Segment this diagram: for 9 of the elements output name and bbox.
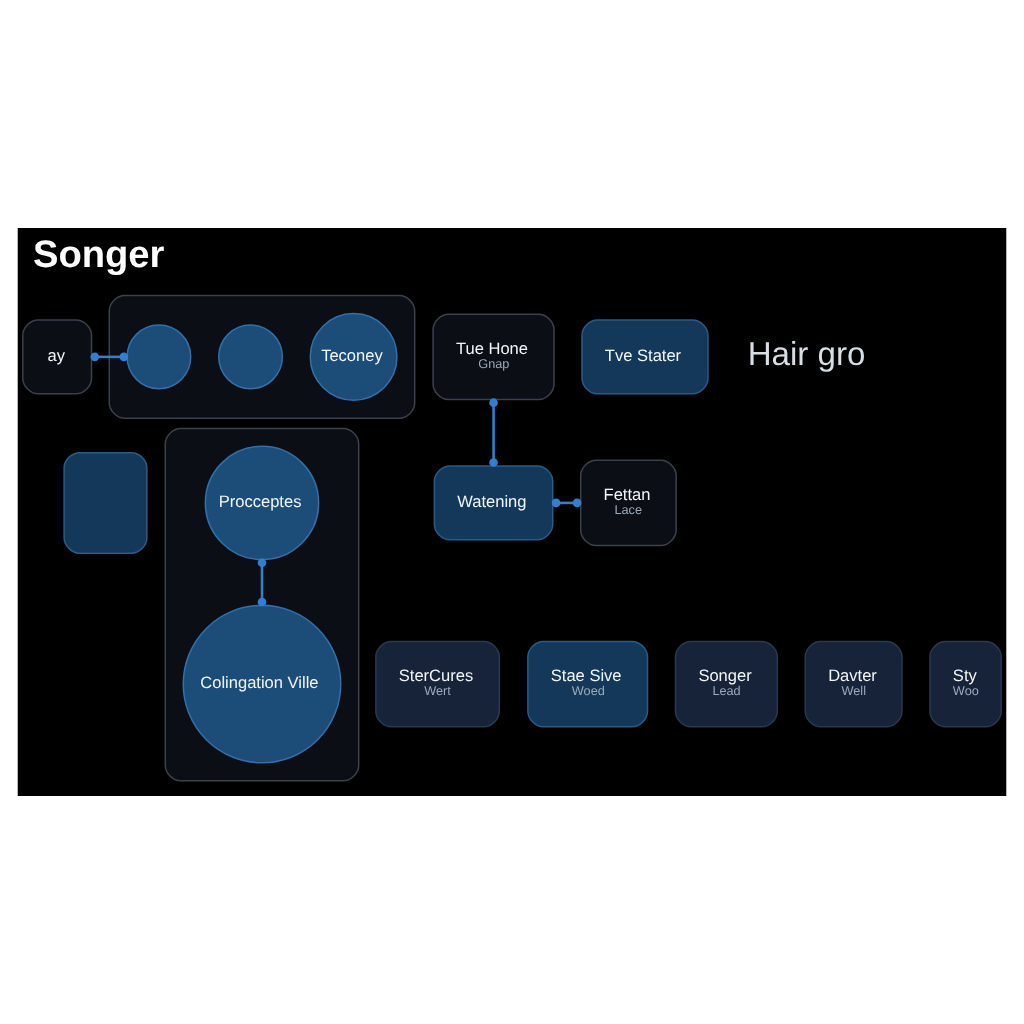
node-circle [126,324,192,390]
node-circle [217,324,284,390]
connector [257,558,267,607]
diagram-title: Songer [32,235,165,278]
cluster [164,427,360,782]
node-box [63,451,148,554]
connector [489,398,498,467]
label: Hair gro [747,334,866,373]
connector [90,352,129,362]
